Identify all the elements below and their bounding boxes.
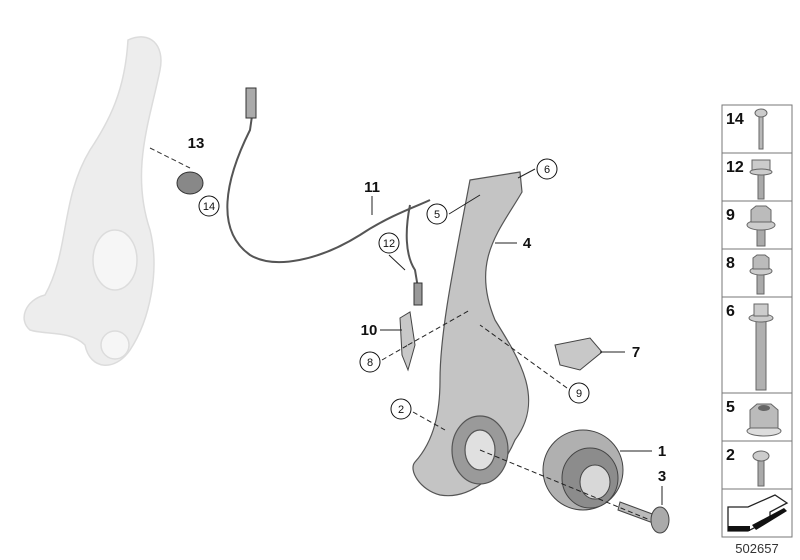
svg-text:14: 14	[203, 201, 215, 213]
svg-text:11: 11	[364, 179, 380, 196]
callout-9: 9	[568, 382, 590, 404]
callout-7: 7	[632, 344, 640, 361]
svg-text:13: 13	[188, 135, 205, 152]
wheel-speed-sensor	[413, 282, 423, 306]
svg-text:7: 7	[632, 344, 640, 361]
wheel-hub-bearing	[542, 429, 624, 511]
callout-12: 12	[378, 232, 400, 254]
callout-13: 13	[188, 135, 205, 152]
bracket-part	[399, 311, 416, 372]
leader-line	[149, 147, 191, 169]
callout-3: 3	[658, 468, 666, 485]
callout-10: 10	[361, 322, 378, 339]
svg-text:14: 14	[726, 111, 744, 128]
ghost-steering-knuckle	[23, 36, 162, 366]
bracket-part-7	[554, 337, 603, 371]
callout-8: 8	[359, 351, 381, 373]
svg-text:8: 8	[367, 357, 373, 369]
svg-text:4: 4	[523, 235, 532, 252]
legend-row-5: 5	[726, 399, 782, 437]
svg-text:9: 9	[576, 388, 582, 400]
diagram-reference-number: 502657	[735, 541, 778, 556]
svg-text:2: 2	[398, 404, 404, 416]
svg-text:9: 9	[726, 207, 735, 224]
svg-text:6: 6	[726, 303, 735, 320]
svg-text:12: 12	[726, 159, 744, 176]
callout-1: 1	[658, 443, 666, 460]
svg-text:6: 6	[544, 164, 550, 176]
legend-row-12: 12	[726, 159, 773, 200]
callout-4: 4	[523, 235, 532, 252]
callout-5: 5	[426, 203, 448, 225]
svg-text:3: 3	[658, 468, 666, 485]
legend-row-6: 6	[726, 303, 774, 391]
svg-text:10: 10	[361, 322, 378, 339]
arrow-icon	[727, 494, 789, 532]
legend-row-2: 2	[726, 447, 770, 487]
legend-row-8: 8	[726, 254, 773, 295]
sensor-cable	[226, 94, 431, 264]
svg-text:1: 1	[658, 443, 666, 460]
legend-row-9: 9	[726, 205, 776, 247]
svg-text:8: 8	[726, 255, 735, 272]
sensor-cable-end	[405, 204, 421, 301]
svg-text:12: 12	[383, 238, 395, 250]
fastener-legend	[721, 104, 793, 538]
leader-lines	[371, 168, 663, 521]
svg-text:5: 5	[726, 399, 735, 416]
legend-row-14: 14	[726, 108, 768, 150]
grommet-part	[176, 171, 204, 195]
callout-14: 14	[198, 195, 220, 217]
sensor-connector	[245, 87, 257, 119]
callout-11: 11	[364, 179, 380, 196]
svg-text:2: 2	[726, 447, 735, 464]
svg-text:5: 5	[434, 209, 440, 221]
callout-6: 6	[536, 158, 558, 180]
callout-2: 2	[390, 398, 412, 420]
